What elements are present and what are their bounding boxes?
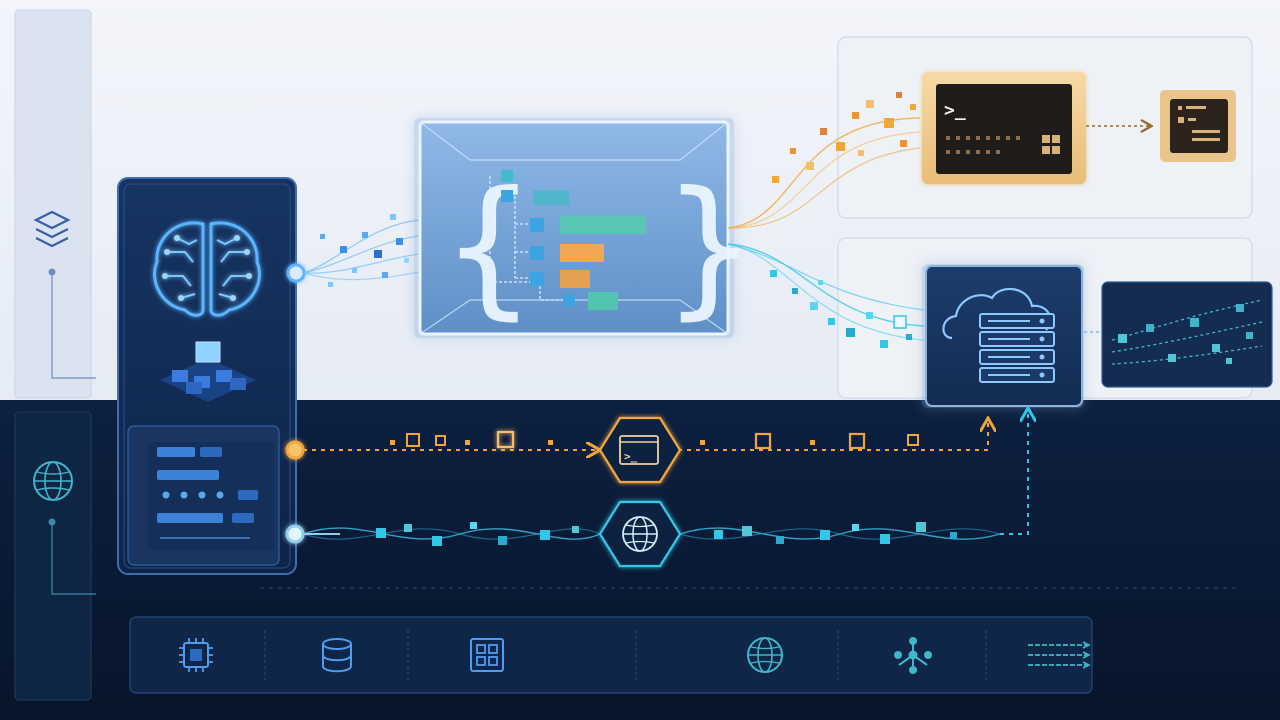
globe-icon[interactable] bbox=[33, 461, 73, 501]
globe-icon[interactable] bbox=[598, 500, 682, 568]
data-flow-icon[interactable] bbox=[1028, 641, 1091, 669]
left-brace: { bbox=[441, 160, 536, 334]
cyan-port[interactable] bbox=[285, 524, 305, 544]
terminal-icon[interactable]: >_ bbox=[598, 416, 682, 484]
terminal-window-icon[interactable]: >_ bbox=[922, 72, 1086, 184]
sidebar-connector-bottom bbox=[51, 522, 96, 595]
cube-stack-icon bbox=[160, 341, 256, 402]
toolbar-frame bbox=[129, 616, 1093, 694]
network-nodes-icon[interactable] bbox=[894, 637, 932, 674]
cloud-group bbox=[837, 237, 1273, 408]
layers-icon[interactable] bbox=[33, 210, 71, 248]
grid-apps-icon[interactable] bbox=[470, 638, 504, 672]
cpu-chip-icon[interactable] bbox=[179, 638, 213, 672]
data-stream-icon[interactable] bbox=[1101, 281, 1273, 388]
code-structure-panel[interactable]: { } bbox=[414, 118, 757, 338]
code-braces-tree-icon: { } bbox=[441, 160, 757, 334]
sidebar-connector-top bbox=[51, 272, 96, 379]
bottom-toolbar bbox=[129, 616, 1093, 694]
list-document-icon[interactable] bbox=[1160, 90, 1236, 162]
cloud-server-icon[interactable] bbox=[922, 264, 1084, 408]
blue-data-flow bbox=[303, 214, 421, 287]
cyan-data-flow bbox=[727, 243, 925, 348]
terminal-pipeline: >_ bbox=[303, 416, 988, 484]
brain-circuit-icon bbox=[153, 221, 261, 317]
sidebar-connector-dot bbox=[48, 518, 56, 526]
sidebar-connector-dot bbox=[48, 268, 56, 276]
sidebar bbox=[14, 9, 96, 701]
terminal-prompt: >_ bbox=[944, 100, 966, 121]
form-widget-icon bbox=[127, 425, 280, 566]
right-brace: } bbox=[662, 160, 757, 334]
sidebar-top-panel bbox=[14, 9, 92, 399]
blue-port[interactable] bbox=[286, 263, 306, 283]
terminal-group: >_ bbox=[837, 36, 1253, 219]
sidebar-bottom-panel bbox=[14, 411, 92, 701]
web-pipeline bbox=[302, 410, 1028, 568]
orange-data-flow bbox=[727, 92, 921, 229]
terminal-node-prompt: >_ bbox=[624, 450, 638, 463]
globe-icon[interactable] bbox=[747, 637, 783, 673]
database-icon[interactable] bbox=[322, 638, 352, 673]
orange-port[interactable] bbox=[285, 440, 305, 460]
left-panel bbox=[117, 177, 297, 575]
left-panel-inner-frame bbox=[123, 183, 291, 569]
